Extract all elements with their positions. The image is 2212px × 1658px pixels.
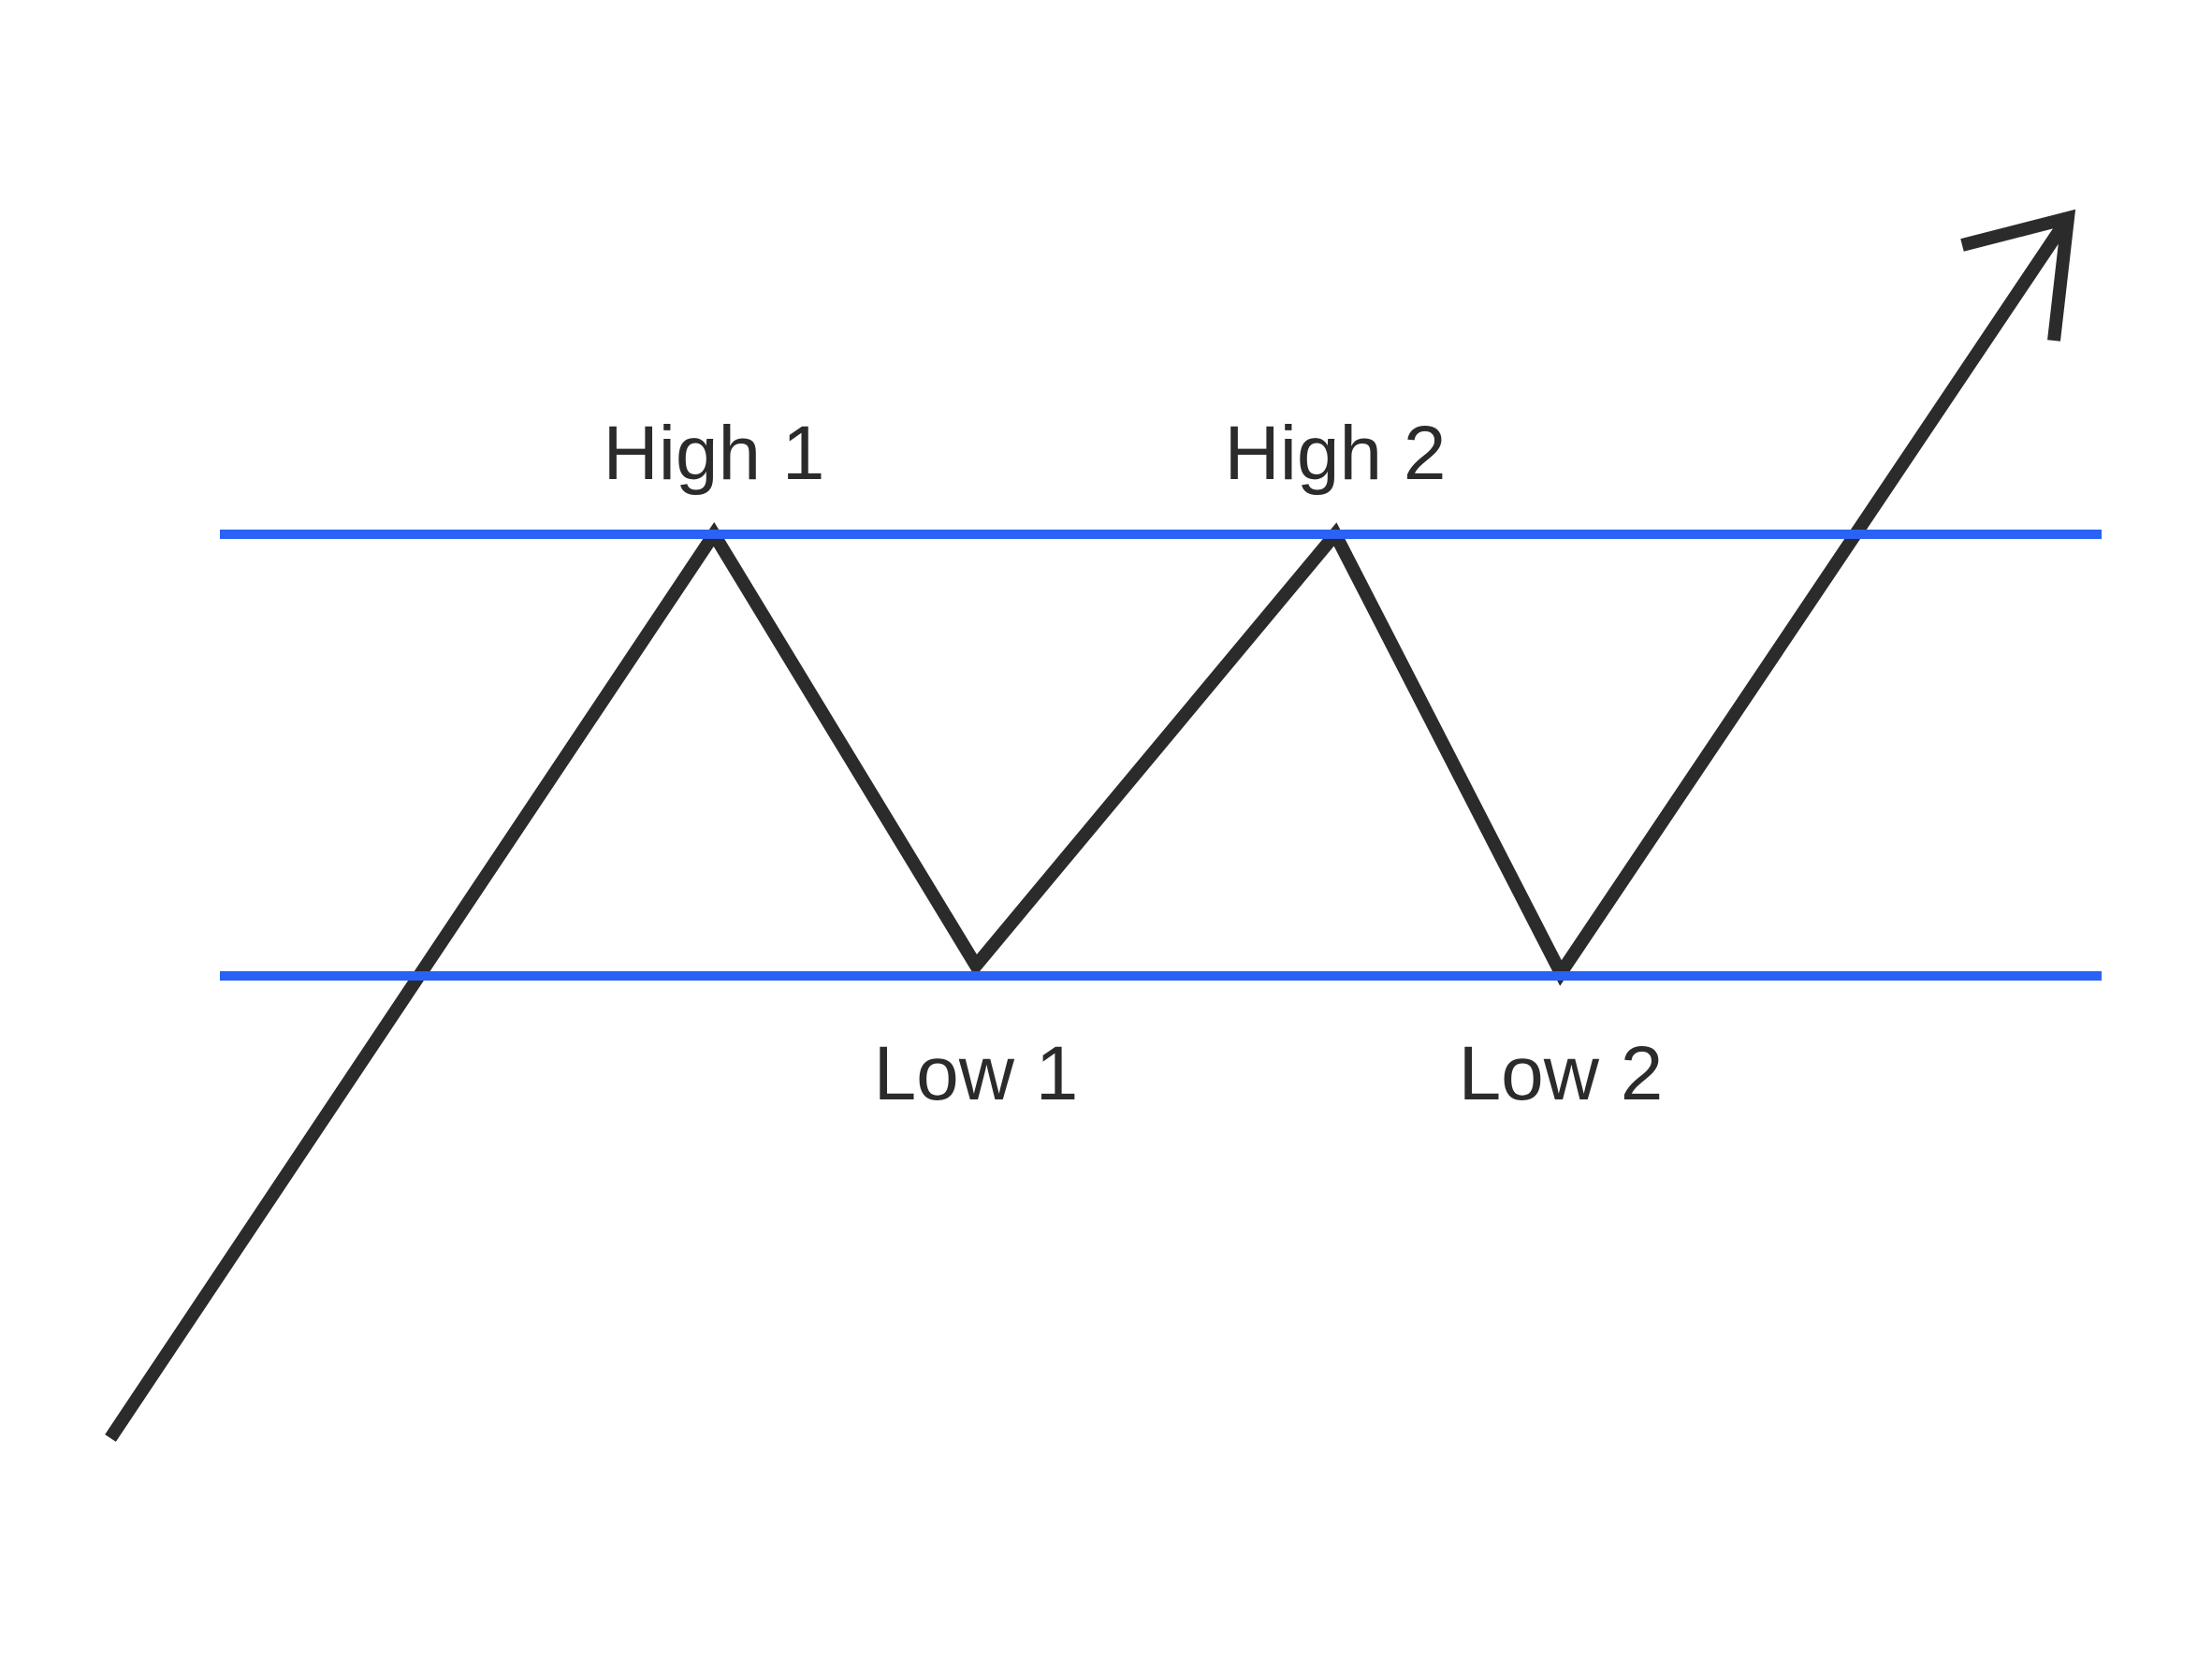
label-high-2: High 2 bbox=[1224, 411, 1446, 496]
label-low-1: Low 1 bbox=[874, 1031, 1079, 1116]
price-action-line bbox=[105, 214, 2074, 1442]
breakout-arrow-icon bbox=[1960, 209, 2076, 342]
label-high-1: High 1 bbox=[603, 411, 824, 496]
label-low-2: Low 2 bbox=[1459, 1031, 1664, 1116]
